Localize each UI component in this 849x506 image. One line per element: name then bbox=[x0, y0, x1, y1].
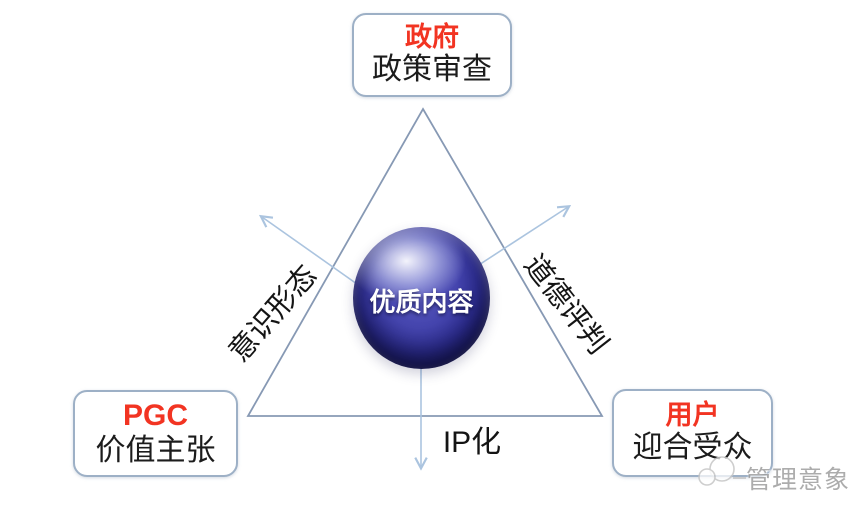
user-title: 用户 bbox=[665, 400, 720, 431]
government-title: 政府 bbox=[405, 22, 459, 53]
watermark-text: 管理意象 bbox=[746, 466, 849, 494]
arrow-upper-right bbox=[467, 207, 568, 273]
pgc-subtitle: 价值主张 bbox=[95, 433, 216, 467]
center-sphere: 优质内容 bbox=[353, 227, 490, 369]
pgc-title: PGC bbox=[122, 399, 188, 432]
bottom-edge-label: IP化 bbox=[442, 426, 502, 459]
watermark: 管理意象 bbox=[695, 452, 849, 500]
sphere-label: 优质内容 bbox=[369, 286, 474, 317]
government-box: 政府 政策审查 bbox=[352, 13, 512, 97]
user-subtitle: 迎合受众 bbox=[632, 431, 753, 465]
pgc-box: PGC 价值主张 bbox=[73, 390, 238, 477]
user-box: 用户 迎合受众 bbox=[612, 389, 773, 477]
triangle-outline bbox=[246, 107, 604, 417]
government-subtitle: 政策审查 bbox=[372, 53, 492, 87]
speech-bubbles-icon bbox=[698, 456, 746, 486]
